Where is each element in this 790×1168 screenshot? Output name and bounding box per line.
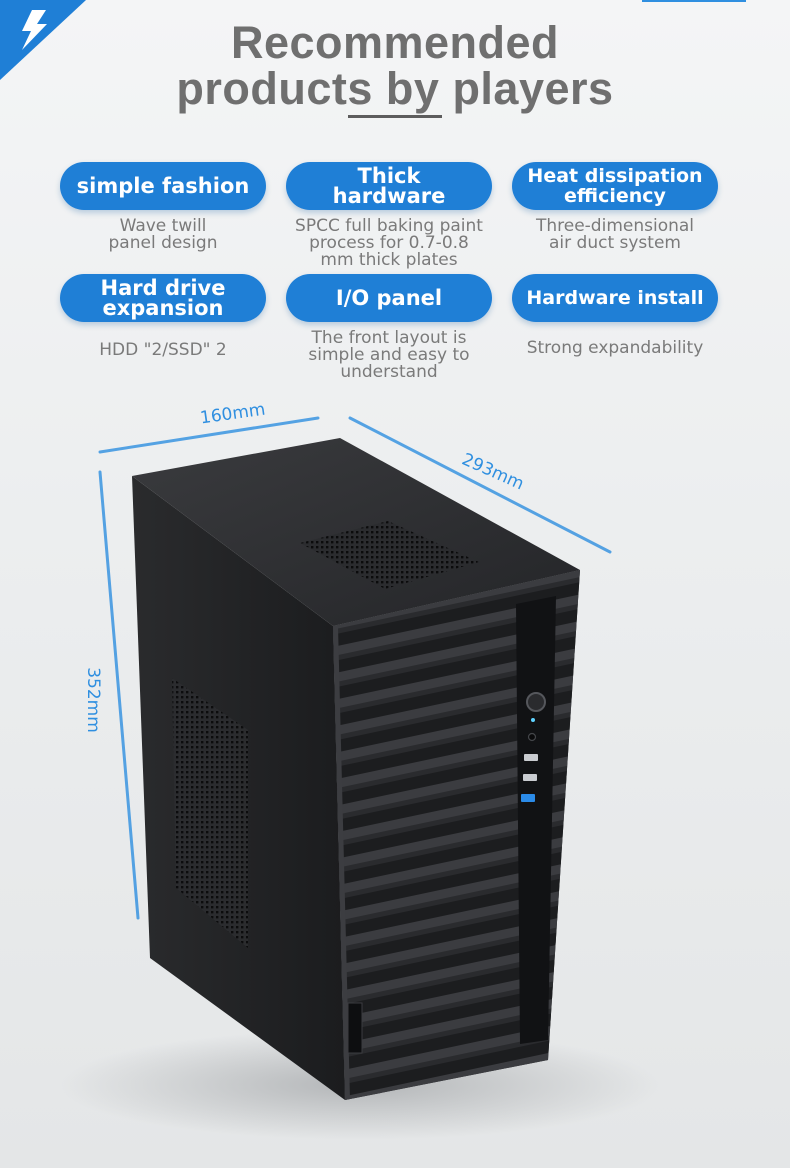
feature-pill: Hard drive expansion <box>60 274 266 322</box>
top-accent-line <box>642 0 746 2</box>
feature-heat-dissipation: Heat dissipation efficiency Three-dimens… <box>512 162 718 252</box>
title-underline <box>348 115 442 118</box>
pc-case-illustration <box>60 416 660 1140</box>
feature-description: HDD "2/SSD" 2 <box>99 340 227 360</box>
feature-pill: simple fashion <box>60 162 266 210</box>
feature-description: SPCC full baking paint process for 0.7-0… <box>295 216 483 270</box>
feature-description: Three-dimensional air duct system <box>535 216 695 253</box>
feature-hardware-install: Hardware install Strong expandability <box>512 274 718 357</box>
height-label: 352mm <box>82 667 103 733</box>
feature-pill: I/O panel <box>286 274 492 322</box>
usb-port-icon <box>524 754 538 761</box>
title-line-2: products by players <box>176 63 614 114</box>
height-dimension-line <box>98 470 140 920</box>
lightning-badge-icon <box>0 0 86 80</box>
power-button-icon <box>526 692 546 712</box>
feature-pill: Thick hardware <box>286 162 492 210</box>
width-dimension-line <box>98 416 320 454</box>
feature-simple-fashion: simple fashion Wave twill panel design <box>60 162 266 252</box>
title-line-1: Recommended <box>230 17 560 68</box>
feature-description: The front layout is simple and easy to u… <box>308 328 470 382</box>
feature-description: Wave twill panel design <box>108 216 218 253</box>
depth-dimension-line <box>348 416 612 554</box>
feature-pill: Hardware install <box>512 274 718 322</box>
feature-io-panel: I/O panel The front layout is simple and… <box>286 274 492 381</box>
lightning-bolt-icon <box>22 10 47 50</box>
feature-description: Strong expandability <box>526 338 704 358</box>
feature-hard-drive-expansion: Hard drive expansion HDD "2/SSD" 2 <box>60 274 266 359</box>
feature-thick-hardware: Thick hardware SPCC full baking paint pr… <box>286 162 492 269</box>
page-title: Recommended products by players <box>0 20 790 112</box>
feature-pill: Heat dissipation efficiency <box>512 162 718 210</box>
